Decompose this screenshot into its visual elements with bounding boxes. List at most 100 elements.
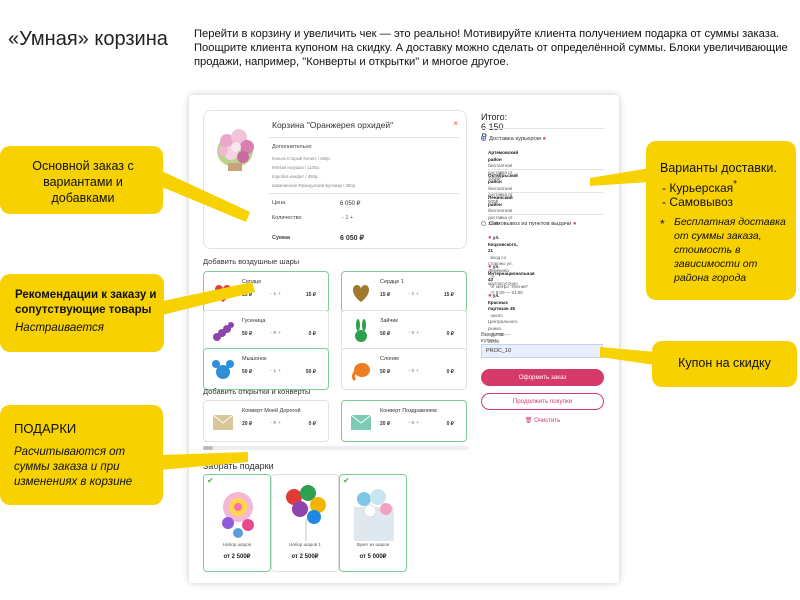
envelope-icon bbox=[350, 414, 372, 430]
tile-price: 15 ₽ bbox=[380, 292, 391, 298]
gift-name: Набор шаров 1 bbox=[289, 542, 321, 547]
delivery-pickup-option[interactable]: Самовывоз из пунктов выдачи ● bbox=[481, 221, 576, 227]
point-address: ул. Кецховского, 21 bbox=[488, 235, 518, 253]
continue-shopping-button[interactable]: Продолжить покупки bbox=[481, 393, 604, 410]
pickup-point[interactable]: ● ул. Кецховского, 21 вход со стороны ул… bbox=[488, 235, 518, 287]
callout-courier: - Курьерская bbox=[662, 181, 734, 195]
sum-label: Сумма bbox=[272, 235, 291, 241]
callout-delivery-note: Бесплатная доставка от суммы заказа, сто… bbox=[674, 216, 786, 284]
callout-main-order-text: Основной заказ с вариантами и добавками bbox=[32, 159, 134, 205]
tile-price: 50 ₽ bbox=[242, 369, 253, 375]
page-title: «Умная» корзина bbox=[8, 28, 168, 50]
tile-quantity-stepper[interactable]: - 1 + bbox=[270, 369, 282, 374]
main-order-box: Корзина "Оранжерея орхидей" × Дополнител… bbox=[203, 110, 467, 249]
coupon-input[interactable]: PROC_10 bbox=[481, 344, 603, 358]
tile-price: 20 ₽ bbox=[380, 421, 391, 427]
callout-gifts: ПОДАРКИ Расчитываются от суммы заказа и … bbox=[0, 405, 163, 505]
balloons-section-title: Добавить воздушные шары bbox=[203, 257, 300, 266]
callout-pickup: - Самовывоз bbox=[662, 195, 734, 209]
extra-item[interactable]: Коробка конфет / 450р. bbox=[272, 174, 319, 179]
remove-product-button[interactable]: × bbox=[453, 119, 458, 128]
gift-price: от 2 500₽ bbox=[291, 554, 319, 560]
scrollbar-thumb[interactable] bbox=[203, 446, 213, 450]
extra-item[interactable]: Мягкая игрушка / 1100р. bbox=[272, 165, 321, 170]
checkmark-icon: ✔ bbox=[207, 476, 214, 485]
tile-quantity-stepper[interactable]: - 1 + bbox=[270, 292, 282, 297]
tile-name: Сердце 1 bbox=[380, 279, 404, 285]
district-note: бесплатная доставка от 100₽ bbox=[488, 208, 513, 226]
divider bbox=[488, 191, 604, 193]
radio-unselected[interactable] bbox=[481, 221, 486, 226]
tile-sum: 0 ₽ bbox=[446, 330, 454, 337]
tile-price: 50 ₽ bbox=[380, 330, 391, 337]
callout-star: * bbox=[733, 179, 738, 190]
callout-recs-sub: Настраивается bbox=[15, 322, 104, 334]
location-pin-icon: ● bbox=[542, 136, 547, 143]
extras-list: Коньяк Старый Кенигс / 650р. Мягкая игру… bbox=[272, 154, 356, 190]
gift-price: от 2 500₽ bbox=[223, 554, 251, 560]
checkout-button[interactable]: Оформить заказ bbox=[481, 369, 604, 386]
pickup-point[interactable]: ● ул. Интернациональная 43 от метро "Лес… bbox=[488, 264, 535, 297]
pickup-point[interactable]: ● ул. Красных партизан 45 около Централь… bbox=[488, 293, 517, 345]
district-name: Октябрьский район bbox=[488, 172, 518, 185]
caterpillar-balloon-icon bbox=[213, 321, 234, 341]
elephant-balloon-icon bbox=[352, 363, 370, 382]
location-pin-icon: ● bbox=[572, 221, 577, 228]
clock-icon: ◷ bbox=[490, 274, 495, 279]
extra-item[interactable]: Шампанское Французский Бульвар / 350р. bbox=[272, 183, 357, 188]
delivery-courier-option[interactable]: Доставка курьером ● bbox=[481, 136, 546, 142]
radio-selected[interactable] bbox=[481, 136, 486, 141]
callout-recommendations: Рекомендации к заказу и сопутствующие то… bbox=[0, 274, 164, 352]
quantity-stepper[interactable]: - 1 + bbox=[342, 215, 354, 221]
tile-sum: 0 ₽ bbox=[446, 369, 454, 375]
point-address: ул. Интернациональная 43 bbox=[488, 264, 535, 282]
balloon-bouquet-image bbox=[286, 485, 326, 541]
clear-cart-button[interactable]: 🗑 Очистить bbox=[481, 417, 604, 424]
cards-section-title: Добавить открытки и конверты bbox=[203, 387, 311, 396]
tile-quantity-stepper[interactable]: - 0 + bbox=[408, 330, 420, 336]
tile-quantity-stepper[interactable]: - 0 + bbox=[270, 421, 282, 426]
balloon-bouquet-image bbox=[354, 489, 394, 541]
tile-quantity-stepper[interactable]: - 0 + bbox=[270, 330, 282, 336]
district-name: Артемовский район bbox=[488, 150, 519, 162]
intro-text: Перейти в корзину и увеличить чек — это … bbox=[194, 28, 788, 68]
price-label: Цена bbox=[272, 200, 286, 206]
quantity-label: Количество bbox=[272, 215, 302, 221]
divider bbox=[488, 214, 604, 215]
gift-tile[interactable]: Набор шаров 1 от 2 500₽ bbox=[271, 474, 339, 572]
trash-icon: 🗑 bbox=[524, 418, 533, 424]
tile-sum: 15 ₽ bbox=[305, 292, 316, 298]
tile-name: Слоник bbox=[380, 356, 399, 362]
product-tile[interactable]: Мышонок 50 ₽ - 1 + 50 ₽ bbox=[203, 348, 329, 390]
callout-courier-line: - Курьерская* bbox=[662, 179, 737, 195]
tile-price: 50 ₽ bbox=[380, 369, 391, 375]
tile-quantity-stepper[interactable]: - 0 + bbox=[408, 369, 420, 374]
coupon-label: Введите купон: bbox=[481, 332, 504, 344]
heart-balloon-icon bbox=[214, 285, 232, 302]
horizontal-scrollbar[interactable] bbox=[203, 446, 469, 450]
product-tile[interactable]: Слоник 50 ₽ - 0 + 0 ₽ bbox=[341, 348, 467, 390]
tile-name: Мышонок bbox=[242, 356, 267, 362]
tile-sum: 50 ₽ bbox=[305, 369, 316, 375]
extra-item[interactable]: Коньяк Старый Кенигс / 650р. bbox=[272, 156, 332, 161]
tile-quantity-stepper[interactable]: - 0 + bbox=[408, 421, 420, 426]
tile-quantity-stepper[interactable]: - 1 + bbox=[408, 292, 420, 297]
location-pin-icon: ● bbox=[488, 264, 492, 270]
point-hours: 7:00 — 21:00 bbox=[488, 332, 511, 344]
tile-price: 15 ₽ bbox=[242, 292, 253, 298]
tile-sum: 0 ₽ bbox=[308, 421, 316, 427]
mouse-balloon-icon bbox=[212, 360, 234, 379]
callout-note-star: * bbox=[660, 217, 665, 231]
